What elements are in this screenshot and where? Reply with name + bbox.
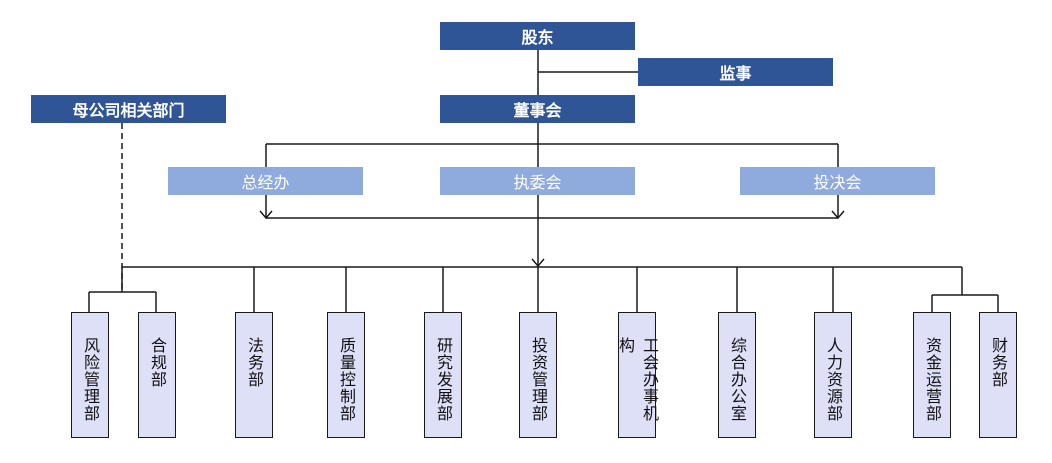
exec-committee-label: 执委会 (513, 173, 562, 192)
supervisor-label: 监事 (719, 64, 752, 83)
supervisor-box: 监事 (638, 58, 833, 86)
dept-box-quality: 质量控制部 (327, 312, 365, 438)
dept-label-investment: 投资管理部 (529, 337, 548, 422)
dept-box-hr: 人力资源部 (814, 312, 852, 438)
shareholders-label: 股东 (521, 28, 554, 47)
gm-office-box: 总经办 (168, 167, 363, 195)
dept-label-union: 工会办事机构 (616, 337, 659, 422)
dept-label-finance: 财务部 (989, 337, 1008, 388)
board-label: 董事会 (513, 101, 562, 120)
arrow-gm-office (259, 210, 273, 220)
arrow-exec (531, 258, 545, 268)
dept-label-hr: 人力资源部 (824, 337, 843, 422)
parent-dept-box: 母公司相关部门 (31, 95, 226, 123)
dept-label-legal: 法务部 (245, 337, 264, 388)
dept-label-risk: 风险管理部 (81, 337, 100, 422)
dept-box-rd: 研究发展部 (424, 312, 462, 438)
dept-box-union: 工会办事机构 (616, 312, 659, 438)
board-box: 董事会 (440, 95, 635, 123)
dept-label-quality: 质量控制部 (337, 337, 356, 422)
dept-label-admin: 综合办公室 (728, 337, 747, 422)
dept-box-admin: 综合办公室 (718, 312, 756, 438)
dept-box-fund-ops: 资金运营部 (913, 312, 951, 438)
dept-box-legal: 法务部 (235, 312, 273, 438)
gm-office-label: 总经办 (241, 173, 290, 192)
dept-label-compliance: 合规部 (148, 337, 167, 388)
dept-label-fund-ops: 资金运营部 (923, 337, 942, 422)
parent-dept-label: 母公司相关部门 (72, 101, 185, 120)
investment-committee-box: 投决会 (740, 167, 935, 195)
dept-box-risk: 风险管理部 (71, 312, 109, 438)
shareholders-box: 股东 (440, 22, 635, 50)
exec-committee-box: 执委会 (440, 167, 635, 195)
arrow-investment (831, 210, 845, 220)
dept-box-investment: 投资管理部 (519, 312, 557, 438)
dept-label-rd: 研究发展部 (434, 337, 453, 422)
dept-box-finance: 财务部 (979, 312, 1017, 438)
investment-committee-label: 投决会 (813, 173, 862, 192)
dept-box-compliance: 合规部 (138, 312, 176, 438)
